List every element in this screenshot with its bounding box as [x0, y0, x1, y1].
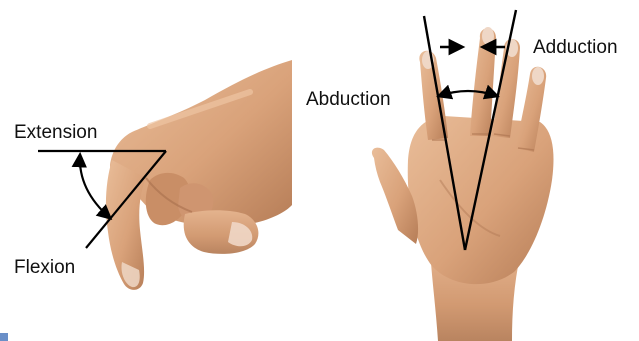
flexion-angle-arc	[80, 155, 110, 218]
flexion-label: Flexion	[14, 258, 75, 277]
corner-mark	[0, 333, 8, 341]
right-hand-illustration	[372, 27, 554, 341]
abduction-label: Abduction	[306, 90, 391, 109]
adduction-label: Adduction	[533, 38, 618, 57]
extension-label: Extension	[14, 123, 97, 142]
left-hand-illustration	[106, 60, 292, 290]
